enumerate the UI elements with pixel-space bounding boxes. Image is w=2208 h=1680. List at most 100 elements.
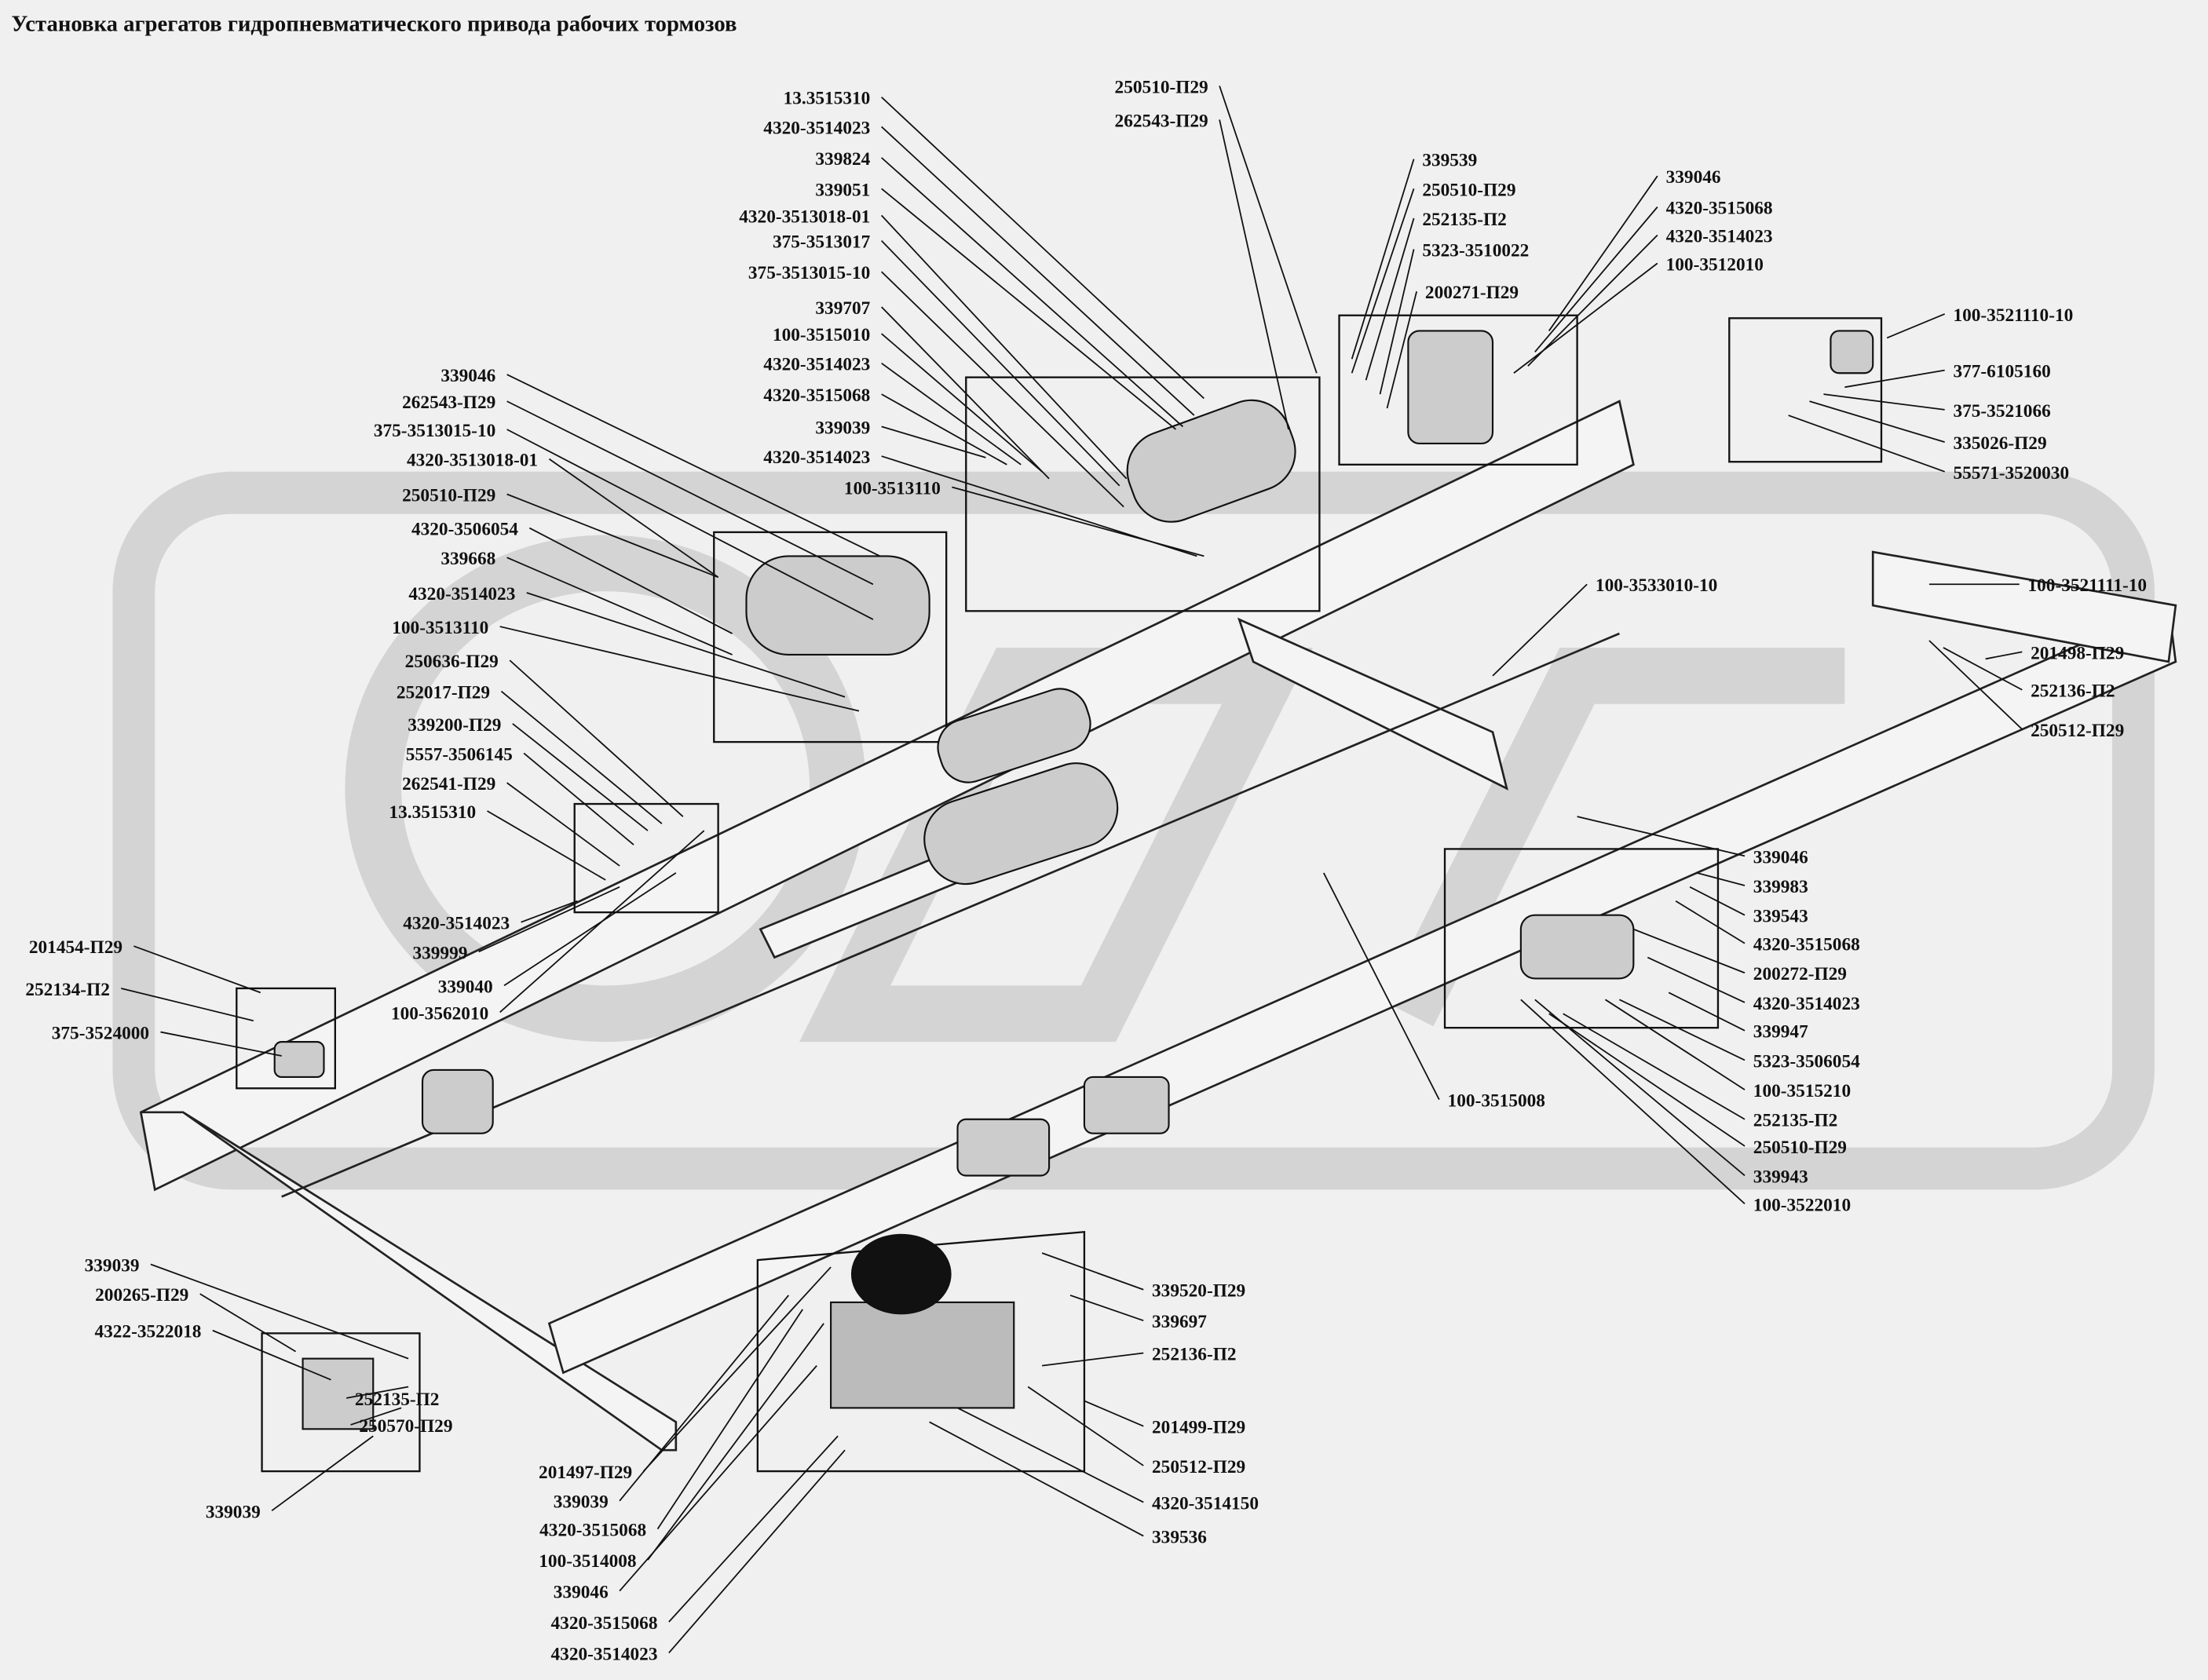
leader-line	[881, 126, 1195, 416]
leader-line	[1219, 119, 1289, 430]
leader-line	[881, 306, 1050, 480]
part-label: 375-3513017	[772, 231, 871, 253]
leader-line	[1563, 1013, 1746, 1120]
leader-line	[1689, 886, 1746, 916]
leader-line	[121, 988, 254, 1022]
part-label: 201499-П29	[1152, 1416, 1246, 1438]
part-label: 100-3515008	[1447, 1090, 1545, 1111]
part-label: 250512-П29	[1152, 1455, 1246, 1477]
leader-line	[1696, 872, 1746, 886]
part-label: 250570-П29	[359, 1415, 453, 1437]
part-label: 100-3522010	[1753, 1193, 1852, 1215]
leader-line	[619, 1295, 789, 1502]
part-label: 339543	[1753, 905, 1808, 927]
part-label: 4320-3514023	[550, 1642, 658, 1664]
leader-line	[528, 527, 733, 634]
part-label: 100-3533010-10	[1595, 574, 1718, 596]
part-label: 100-3515210	[1753, 1079, 1852, 1101]
leader-line	[506, 400, 874, 586]
leader-line	[1809, 400, 1945, 443]
part-label: 4320-3515068	[763, 384, 871, 406]
part-label: 377-6105160	[1953, 360, 2051, 382]
leader-line	[499, 830, 705, 1013]
leader-line	[668, 1435, 839, 1623]
leader-line	[1069, 1295, 1144, 1322]
part-label: 201497-П29	[539, 1461, 633, 1483]
leader-line	[526, 592, 846, 698]
leader-line	[478, 886, 620, 953]
part-label: 339046	[1665, 166, 1721, 188]
leader-line	[881, 393, 1007, 466]
leader-line	[929, 1421, 1144, 1537]
leader-line	[642, 1266, 832, 1472]
part-label: 375-3513015-10	[748, 261, 871, 283]
leader-line	[1379, 249, 1415, 395]
part-label: 339707	[815, 297, 871, 319]
part-label: 100-3515010	[772, 323, 871, 345]
leader-line	[160, 1031, 282, 1057]
leader-line	[1577, 816, 1746, 857]
leader-line	[1823, 393, 1945, 411]
leader-line	[1322, 872, 1440, 1101]
leader-line	[881, 97, 1205, 400]
part-label: 375-3513015-10	[373, 419, 496, 441]
part-label: 200265-П29	[95, 1284, 189, 1306]
leader-line	[199, 1293, 297, 1353]
part-label: 100-3562010	[390, 1002, 489, 1024]
part-label: 4320-3514023	[763, 446, 871, 468]
part-label: 262543-П29	[1114, 109, 1208, 131]
part-label: 4320-3515068	[550, 1612, 658, 1634]
leader-line	[1675, 900, 1746, 944]
leader-line	[1042, 1352, 1144, 1367]
part-label: 262541-П29	[402, 772, 496, 794]
part-label: 339046	[553, 1580, 609, 1602]
leader-line	[881, 157, 1184, 428]
part-label: 4320-3514023	[1665, 225, 1773, 247]
leader-line	[1668, 992, 1746, 1032]
leader-line	[1219, 86, 1318, 374]
page-title: Установка агрегатов гидропневматического…	[11, 13, 737, 37]
part-label: 4320-3514023	[408, 583, 516, 604]
part-label: 339200-П29	[408, 714, 502, 736]
leader-line	[1351, 159, 1415, 360]
leader-line	[500, 690, 663, 824]
chassis-frame	[139, 400, 2177, 1452]
part-label: 339039	[815, 416, 871, 438]
part-label: 375-3521066	[1953, 400, 2051, 422]
part-label: 339039	[84, 1254, 140, 1276]
leader-line	[1534, 206, 1658, 352]
leader-line	[506, 557, 733, 656]
part-label: 100-3521110-10	[1953, 304, 2074, 326]
leader-line	[957, 1407, 1144, 1503]
leader-line	[1513, 262, 1658, 374]
part-label: 252134-П2	[25, 978, 110, 1000]
components	[273, 330, 1874, 1430]
leader-line	[952, 486, 1205, 557]
part-label: 339536	[1152, 1526, 1207, 1547]
leader-line	[1788, 415, 1945, 473]
part-label: 252135-П2	[1753, 1109, 1838, 1131]
leader-line	[523, 752, 634, 845]
leader-line	[1928, 640, 2023, 730]
leader-line	[487, 810, 606, 881]
part-label: 5323-3510022	[1422, 239, 1530, 261]
part-label: 252136-П2	[2031, 680, 2115, 702]
part-label: 339943	[1753, 1165, 1808, 1187]
part-label: 262543-П29	[402, 391, 496, 413]
part-label: 4320-3514023	[763, 353, 871, 375]
leader-line	[668, 1449, 846, 1654]
part-label: 252135-П2	[354, 1388, 440, 1410]
leader-lines	[121, 86, 2023, 1654]
part-label: 339520-П29	[1152, 1280, 1246, 1302]
leader-line	[656, 1309, 803, 1530]
part-label: 4320-3514023	[763, 116, 871, 138]
part-label: 5323-3506054	[1753, 1050, 1860, 1072]
leader-line	[346, 1386, 409, 1399]
leader-line	[503, 872, 677, 987]
leader-line	[1041, 1252, 1144, 1291]
leader-line	[506, 374, 881, 557]
part-label: 100-3512010	[1665, 253, 1764, 275]
leader-line	[1534, 999, 1746, 1177]
leader-line	[521, 900, 578, 923]
